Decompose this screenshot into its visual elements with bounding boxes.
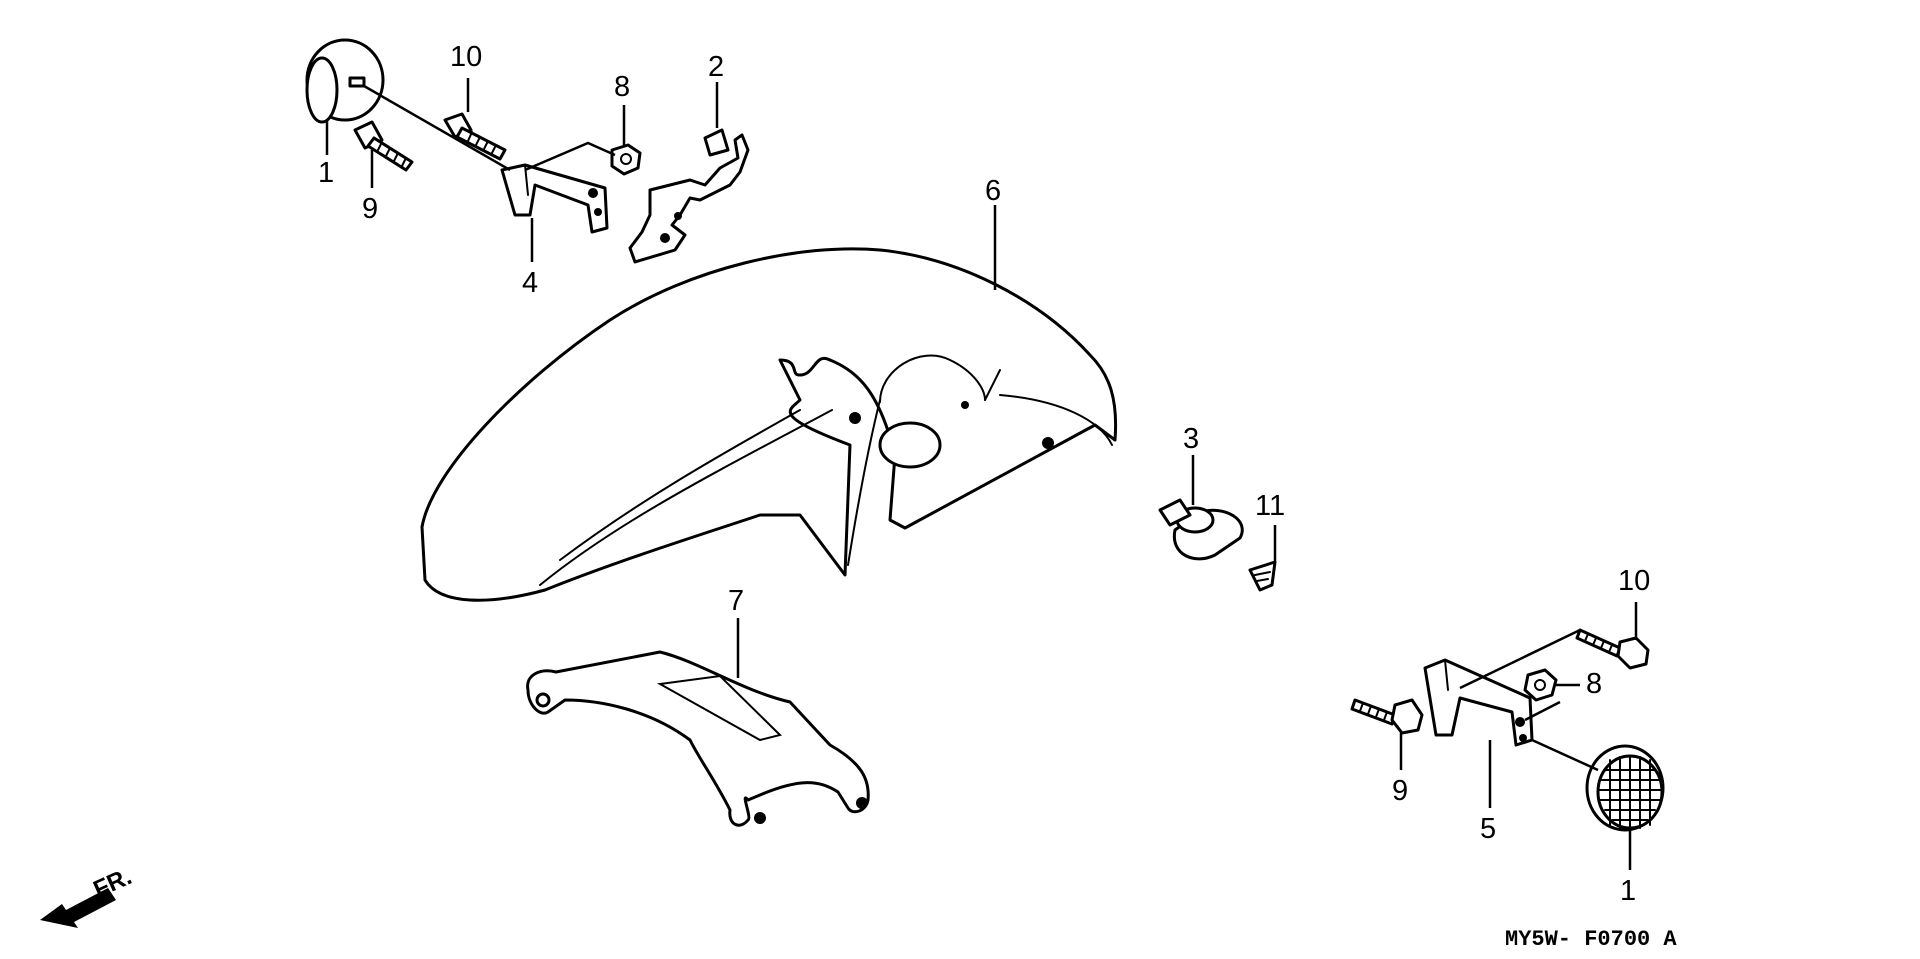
bracket-2 [628,128,750,264]
fender-brace [526,650,870,827]
callout-9-left: 9 [362,193,378,225]
bolt-right-9 [1350,698,1424,735]
reflector-left [305,38,385,124]
reflector-right [1585,744,1665,832]
bracket-right-5 [1423,658,1534,747]
diagram-code: MY5W- F0700 A [1505,927,1677,952]
front-fender [420,247,1118,602]
nut-right-8 [1523,668,1558,702]
callout-3: 3 [1183,423,1199,455]
callout-4: 4 [522,267,538,299]
callout-6: 6 [985,175,1001,207]
grommet-3 [1158,498,1244,561]
front-arrow-icon [40,888,116,928]
clip-11 [1248,560,1277,592]
callout-7: 7 [728,585,744,617]
callout-numbers: 1 9 10 8 2 4 6 7 3 11 10 8 9 5 1 [318,41,1650,907]
callout-10-right: 10 [1618,565,1650,597]
bracket-left-4 [500,163,609,234]
callout-11: 11 [1255,490,1285,522]
bolt-left-9 [353,120,414,172]
callout-5: 5 [1480,813,1496,845]
callout-8-left: 8 [614,71,630,103]
bolt-left-10 [443,112,507,161]
leader-lines [325,78,1638,870]
callout-1-left: 1 [318,157,334,189]
callout-10-left: 10 [450,41,482,73]
callout-8-right: 8 [1586,668,1602,700]
callout-2: 2 [708,51,724,83]
bolt-right-10 [1575,628,1650,670]
front-direction-indicator: FR. [40,863,136,928]
callout-1-right: 1 [1620,875,1636,907]
callout-9-right: 9 [1392,775,1408,807]
nut-left-8 [610,143,642,176]
